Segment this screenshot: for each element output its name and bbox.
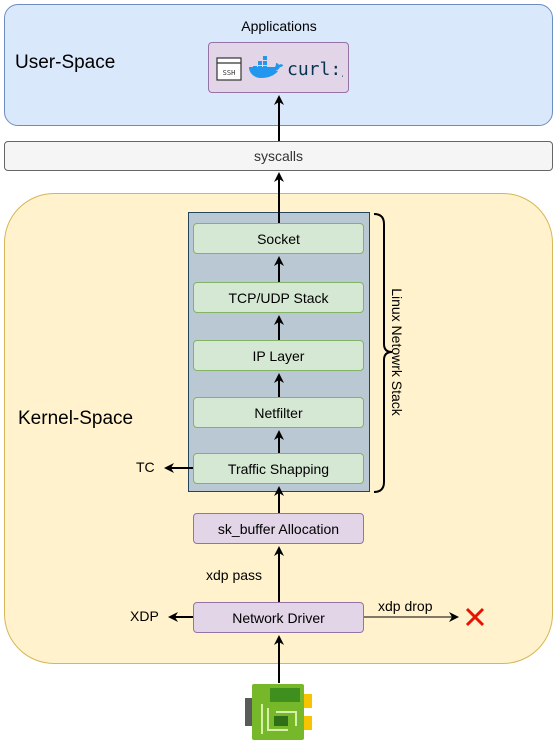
stack-brace (373, 213, 393, 493)
xdp-pass-label: xdp pass (206, 567, 263, 583)
terminal-ssh-icon: SSH (216, 57, 242, 81)
docker-whale-icon (249, 56, 283, 78)
tc-label: TC (136, 459, 155, 475)
drop-x-icon (465, 607, 485, 627)
traffic-shaping-layer: Traffic Shapping (193, 453, 364, 484)
applications-box: SSH curl:// (208, 42, 349, 93)
ssh-text: SSH (223, 69, 236, 77)
syscalls-bar: syscalls (4, 141, 553, 171)
netfilter-layer: Netfilter (193, 397, 364, 428)
curl-logo: curl:// (287, 59, 343, 80)
tcp-udp-layer: TCP/UDP Stack (193, 282, 364, 313)
xdp-drop-label: xdp drop (378, 598, 433, 614)
network-driver-box: Network Driver (193, 602, 364, 633)
user-space-label: User-Space (15, 52, 116, 73)
applications-label: Applications (241, 18, 317, 34)
network-card-icon (245, 684, 312, 740)
xdp-label: XDP (130, 608, 159, 624)
sk-buffer-box: sk_buffer Allocation (193, 513, 364, 544)
kernel-space-label: Kernel-Space (18, 408, 134, 429)
socket-layer: Socket (193, 223, 364, 254)
ip-layer: IP Layer (193, 340, 364, 371)
